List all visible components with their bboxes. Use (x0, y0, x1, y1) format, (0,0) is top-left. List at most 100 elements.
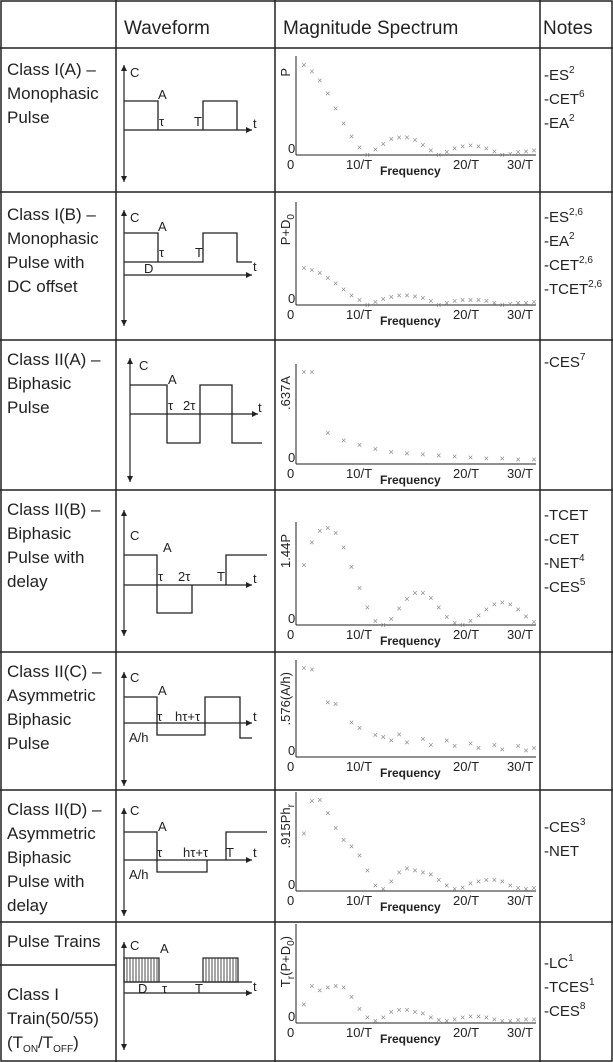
spectrum-point: × (357, 723, 362, 733)
waveform-label-h_tau: hτ+τ (183, 845, 209, 860)
arrowhead-down (121, 780, 127, 786)
spectrum-point: × (412, 588, 417, 598)
spectrum-point: × (452, 618, 457, 628)
spectrum-point: × (349, 290, 354, 300)
spectrum-point: × (476, 142, 481, 152)
spectrum-x-tick-10: 10/T (346, 157, 372, 172)
spectrum-x-tick-0: 0 (287, 759, 294, 774)
waveform-label-a: A (158, 219, 167, 234)
note-text: -CET (544, 257, 579, 274)
spectrum-point: × (484, 453, 489, 463)
note-text: -ES (544, 209, 569, 226)
arrowhead-up (121, 510, 127, 516)
class-label-line: delay (7, 572, 48, 591)
spectrum-y-zero: 0 (288, 877, 295, 892)
class-label-line: Asymmetric (7, 686, 96, 705)
spectrum-point: × (365, 150, 370, 160)
class-label-line: Pulse (7, 734, 50, 753)
spectrum-point: × (444, 612, 449, 622)
class-label-line: (TON/TOFF) (7, 1033, 79, 1055)
spectrum-point: × (452, 451, 457, 461)
note-superscript: 2 (569, 113, 575, 124)
note-superscript: 2,6 (569, 207, 583, 218)
spectrum-point: × (468, 295, 473, 305)
arrowhead-down (121, 1044, 127, 1050)
spectrum-point: × (436, 451, 441, 461)
waveform-label-c: C (130, 65, 139, 80)
spectrum-point: × (508, 299, 513, 309)
table-body: Class I(A) –MonophasicPulse-ES2-CET6-EA2… (7, 56, 603, 1055)
note-text: -NET (544, 555, 579, 572)
spectrum-point: × (484, 296, 489, 306)
spectrum-point: × (500, 150, 505, 160)
spectrum-point: × (317, 795, 322, 805)
waveform-label-d: D (144, 261, 153, 276)
spectrum-point: × (373, 144, 378, 154)
spectrum-x-tick-30: 30/T (507, 466, 533, 481)
spectrum-y-zero: 0 (288, 141, 295, 156)
waveform-label-t_axis: t (253, 845, 257, 860)
spectrum-x-tick-20: 20/T (453, 307, 479, 322)
spectrum-point: × (349, 562, 354, 572)
note-text: -TCET (544, 281, 588, 298)
spectrum-point: × (428, 740, 433, 750)
spectrum-point: × (341, 284, 346, 294)
arrowhead-down (127, 476, 133, 482)
spectrum-point: × (428, 869, 433, 879)
spectrum-point: × (341, 436, 346, 446)
spectrum-point: × (516, 883, 521, 893)
spectrum-point: × (516, 454, 521, 464)
spectrum-x-label: Frequency (380, 1032, 441, 1046)
spectrum-y-zero: 0 (288, 450, 295, 465)
note-text: -CET (544, 91, 579, 108)
spectrum-point: × (452, 741, 457, 751)
spectrum-point: × (492, 740, 497, 750)
next-pulse (225, 831, 267, 860)
pulse-2 (202, 100, 238, 130)
spectrum-point: × (349, 992, 354, 1002)
note-entry: -EA2 (544, 231, 575, 250)
waveform-label-tau: τ (158, 569, 164, 584)
subscript: ON (23, 1044, 38, 1055)
spectrum-x-label: Frequency (380, 314, 441, 328)
note-entry: -TCES1 (544, 977, 595, 996)
spectrum-point: × (309, 665, 314, 675)
spectrum-point: × (373, 880, 378, 890)
spectrum-point: × (436, 875, 441, 885)
pulse-dc (124, 232, 252, 263)
class-label-line: Class II(A) – (7, 350, 101, 369)
spectrum-point: × (301, 999, 306, 1009)
waveform-label-a: A (158, 683, 167, 698)
note-superscript: 2,6 (588, 279, 602, 290)
spectrum-point: × (373, 1016, 378, 1026)
asymmetric-pulse (124, 696, 252, 739)
spectrum-point: × (325, 273, 330, 283)
class-label-line: Biphasic (7, 524, 72, 543)
spectrum-point: × (412, 291, 417, 301)
waveform-label-a: A (158, 87, 167, 102)
spectrum-point: × (484, 604, 489, 614)
waveform-label-tau: τ (157, 845, 163, 860)
spectrum-point: × (365, 866, 370, 876)
note-text: -TCET (544, 507, 588, 524)
spectrum-point: × (492, 146, 497, 156)
spectrum-point: × (301, 60, 306, 70)
spectrum-point: × (420, 588, 425, 598)
spectrum-point: × (333, 279, 338, 289)
note-superscript: 5 (580, 577, 586, 588)
spectrum-point: × (436, 1015, 441, 1025)
arrowhead-up (121, 672, 127, 678)
spectrum-point: × (309, 367, 314, 377)
spectrum-point: × (476, 877, 481, 887)
spectrum-point: × (365, 603, 370, 613)
waveform-label-a_h: A/h (129, 867, 149, 882)
spectrum-point: × (531, 617, 536, 627)
spectrum-point: × (508, 149, 513, 159)
spectrum-point: × (508, 600, 513, 610)
spectrum-point: × (428, 593, 433, 603)
